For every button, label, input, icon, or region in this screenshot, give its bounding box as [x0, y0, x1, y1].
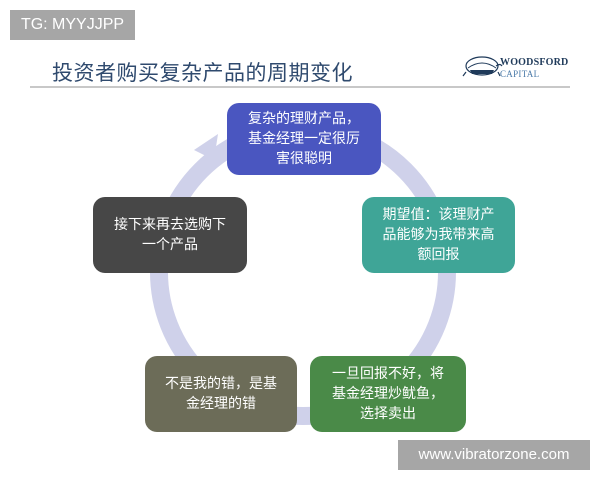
cycle-arrowhead-icon — [194, 134, 218, 160]
cycle-step-3: 一旦回报不好，将 基金经理炒鱿鱼， 选择卖出 — [310, 356, 466, 432]
watermark-bottom: www.vibratorzone.com — [398, 440, 590, 470]
cycle-step-5: 接下来再去选购下 一个产品 — [93, 197, 247, 273]
cycle-step-1: 复杂的理财产品， 基金经理一定很厉 害很聪明 — [227, 103, 381, 175]
turtle-icon — [462, 56, 503, 77]
title-divider — [30, 86, 570, 88]
cycle-step-2: 期望值：该理财产 品能够为我带来高 额回报 — [362, 197, 515, 273]
watermark-top: TG: MYYJJPP — [10, 10, 135, 40]
cycle-step-4: 不是我的错，是基 金经理的错 — [145, 356, 297, 432]
logo-text-woodsford: WOODSFORD — [500, 57, 569, 68]
page-title: 投资者购买复杂产品的周期变化 — [52, 61, 353, 85]
logo-text-capital: CAPITAL — [500, 69, 540, 79]
